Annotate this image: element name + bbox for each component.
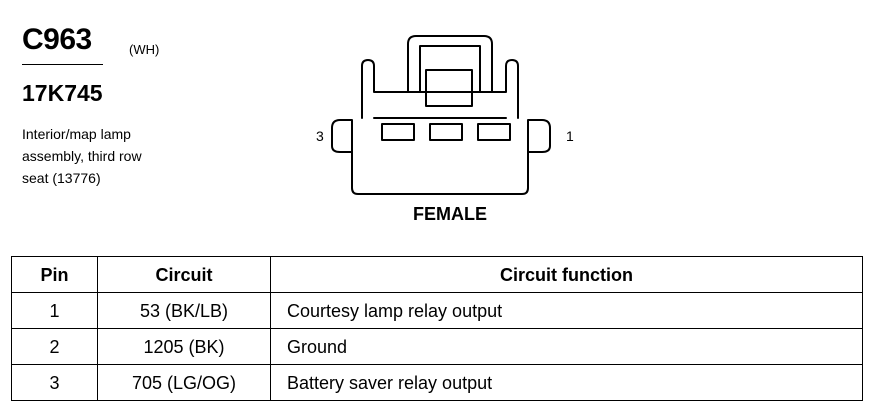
function-column-header: Circuit function: [270, 256, 863, 293]
function-cell: Battery saver relay output: [270, 364, 863, 401]
pin-column-header: Pin: [11, 256, 98, 293]
table-row: 3 705 (LG/OG) Battery saver relay output: [11, 364, 863, 401]
table-row: 1 53 (BK/LB) Courtesy lamp relay output: [11, 292, 863, 329]
circuit-column-header: Circuit: [97, 256, 271, 293]
connector-face-drawing: [331, 35, 551, 195]
pin-label-left: 3: [316, 128, 324, 144]
table-row: 2 1205 (BK) Ground: [11, 328, 863, 365]
connector-latch: [407, 35, 493, 93]
connector-id-underline: [22, 64, 103, 65]
pin-label-right: 1: [566, 128, 574, 144]
pin-table: Pin Circuit Circuit function 1 53 (BK/LB…: [11, 256, 863, 401]
connector-housing-outline: [331, 119, 551, 195]
pin-cell: 2: [11, 328, 98, 365]
circuit-cell: 705 (LG/OG): [97, 364, 271, 401]
circuit-cell: 53 (BK/LB): [97, 292, 271, 329]
description-line: assembly, third row: [22, 148, 142, 164]
pin-cell: 3: [11, 364, 98, 401]
connector-gender-label: FEMALE: [413, 204, 487, 224]
pin-table-header-row: Pin Circuit Circuit function: [11, 256, 863, 293]
connector-latch-window: [425, 69, 473, 107]
pin-cell: 1: [11, 292, 98, 329]
connector-description: Interior/map lamp assembly, third row se…: [22, 123, 222, 189]
circuit-cell: 1205 (BK): [97, 328, 271, 365]
description-line: Interior/map lamp: [22, 126, 131, 142]
connector-id: C963: [22, 23, 92, 56]
function-cell: Ground: [270, 328, 863, 365]
connector-color-code: (WH): [129, 42, 160, 57]
description-line: seat (13776): [22, 170, 101, 186]
terminal-cavity-3: [381, 123, 415, 141]
function-cell: Courtesy lamp relay output: [270, 292, 863, 329]
connector-housing-body: [361, 59, 519, 119]
terminal-cavity-1: [477, 123, 511, 141]
part-number: 17K745: [22, 80, 103, 106]
terminal-cavity-2: [429, 123, 463, 141]
